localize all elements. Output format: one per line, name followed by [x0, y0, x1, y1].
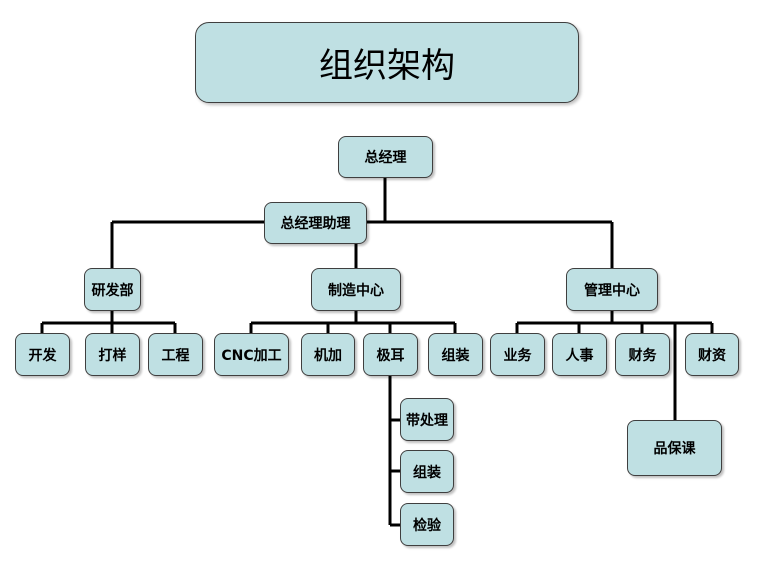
node-rd-sampling: 打样: [85, 333, 140, 376]
node-general-manager: 总经理: [338, 136, 433, 178]
node-management-center: 管理中心: [566, 268, 658, 311]
node-mfg-cnc: CNC加工: [214, 333, 289, 376]
node-mfg-machining: 机加: [301, 333, 355, 376]
node-mgmt-finance: 财务: [615, 333, 670, 376]
node-mfg-assembly: 组装: [428, 333, 483, 376]
node-tab-processing: 带处理: [400, 398, 454, 441]
node-tab-assembly: 组装: [400, 450, 454, 493]
chart-title: 组织架构: [195, 22, 579, 103]
node-tab-inspection: 检验: [400, 503, 454, 546]
node-mgmt-hr: 人事: [552, 333, 607, 376]
node-rd-dept: 研发部: [84, 268, 141, 311]
node-mgmt-capital: 财资: [685, 333, 739, 376]
node-rd-engineering: 工程: [148, 333, 203, 376]
node-rd-development: 开发: [15, 333, 70, 376]
node-mgmt-business: 业务: [490, 333, 545, 376]
node-mgmt-qa: 品保课: [627, 420, 722, 476]
node-mfg-tab: 极耳: [363, 333, 418, 376]
node-manufacturing-center: 制造中心: [311, 268, 401, 311]
node-gm-assistant: 总经理助理: [264, 202, 367, 244]
